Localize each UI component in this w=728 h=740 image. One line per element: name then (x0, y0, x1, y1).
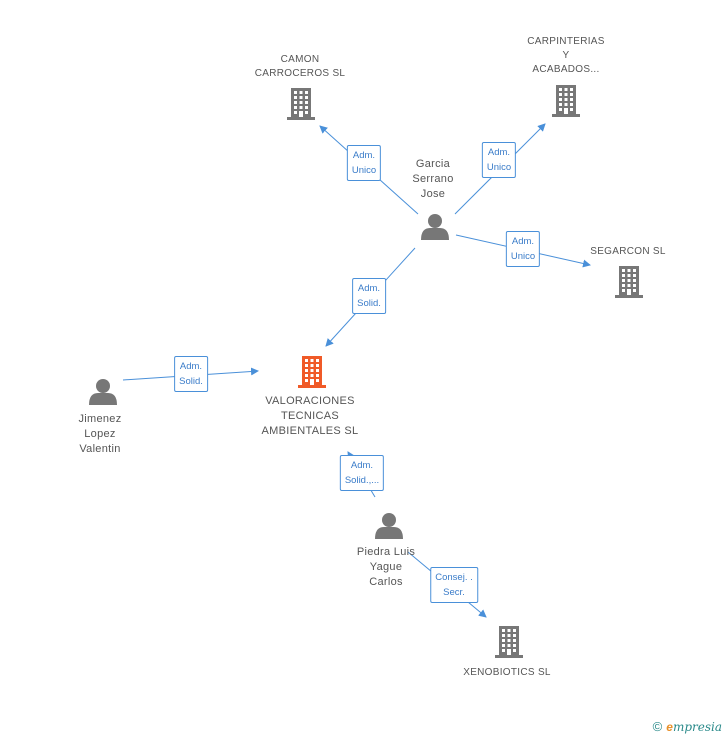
node-label-jimenez[interactable]: Jimenez Lopez Valentin (78, 413, 122, 455)
person-icon-jimenez[interactable] (89, 379, 117, 405)
person-icon-garcia[interactable] (421, 214, 449, 240)
brand-logo-text: mpresia (672, 720, 722, 734)
empresia-footer[interactable]: ©empresia (653, 719, 722, 734)
node-label-valoraciones[interactable]: VALORACIONES TECNICAS AMBIENTALES SL (261, 395, 359, 437)
edge-label-piedra-to-xenobiotics[interactable]: Consej. . Secr. (430, 567, 478, 603)
edge-label-garcia-to-segarcon[interactable]: Adm. Unico (505, 231, 541, 267)
brand-logo-e: e (666, 720, 673, 734)
node-label-carpinterias[interactable]: CARPINTERIAS Y ACABADOS... (527, 36, 605, 75)
edge-label-garcia-to-valoraciones[interactable]: Adm. Solid. (352, 278, 386, 314)
person-icon-piedra[interactable] (375, 513, 403, 539)
building-icon-carpinterias[interactable] (552, 85, 580, 117)
building-icon-valoraciones[interactable] (298, 356, 326, 388)
node-label-piedra[interactable]: Piedra Luis Yague Carlos (356, 546, 416, 588)
icons-layer (89, 85, 643, 658)
edge-label-jimenez-to-valoraciones[interactable]: Adm. Solid. (174, 356, 208, 392)
edge-label-garcia-to-camon[interactable]: Adm. Unico (346, 145, 382, 181)
edge-label-piedra-to-valoraciones[interactable]: Adm. Solid.,... (339, 455, 385, 491)
copyright-icon: © (652, 719, 663, 734)
node-label-xenobiotics[interactable]: XENOBIOTICS SL (463, 667, 551, 678)
building-icon-camon[interactable] (287, 88, 315, 120)
building-icon-xenobiotics[interactable] (495, 626, 523, 658)
node-label-camon[interactable]: CAMON CARROCEROS SL (254, 54, 346, 79)
node-label-garcia[interactable]: Garcia Serrano Jose (412, 158, 454, 200)
edge-label-garcia-to-carpinterias[interactable]: Adm. Unico (481, 142, 517, 178)
node-label-segarcon[interactable]: SEGARCON SL (590, 246, 666, 257)
building-icon-segarcon[interactable] (615, 266, 643, 298)
